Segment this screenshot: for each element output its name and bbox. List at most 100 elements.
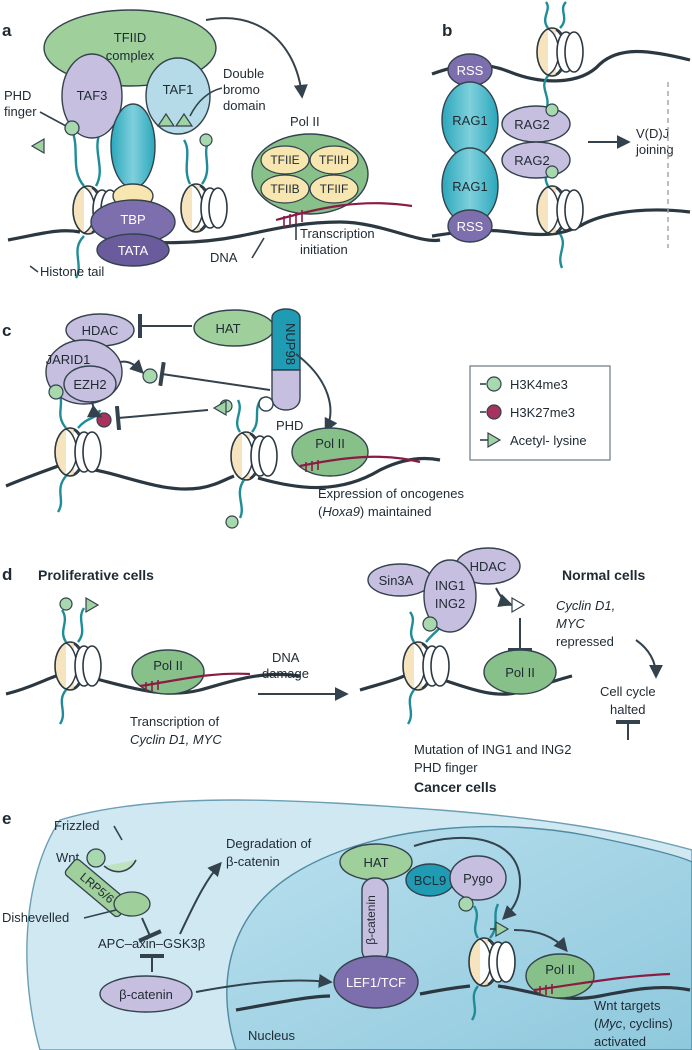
tfiif-label: TFIIF [320, 182, 349, 196]
dna-label-a: DNA [210, 250, 238, 265]
h3k4me3-mark-c4 [225, 515, 239, 529]
ezh2 [63, 365, 117, 403]
cyclin-label: Cyclin D1, [556, 598, 615, 613]
lef1-tcf [333, 955, 419, 1009]
panel-a-letter: a [2, 21, 12, 40]
histone-tail-c4 [235, 399, 242, 433]
wnt-cyclins: , cyclins) [622, 1016, 673, 1031]
trans2-label: Cyclin D1, MYC [130, 732, 222, 747]
inhibit-k27-methylation [114, 405, 209, 431]
histone-tail-d2 [77, 607, 86, 643]
h3k4me3-mark-e [458, 896, 474, 912]
legend-k27-icon [486, 404, 502, 420]
phd-pocket-c [258, 396, 274, 412]
lef-label: LEF1/TCF [346, 975, 406, 990]
wnt-targets-label: Wnt targets [594, 998, 661, 1013]
expr2-label: (Hoxa9) maintained [318, 504, 431, 519]
ing1-label: ING1 [435, 578, 465, 593]
taf1-label: TAF1 [163, 82, 194, 97]
rna-bubble-a [283, 210, 303, 228]
expr2-rest: ) maintained [360, 504, 432, 519]
taf1 [145, 57, 211, 135]
acetyl-mark-a2 [174, 112, 194, 127]
nucleosome-e [468, 937, 516, 987]
h3k4me3-mark-b1 [545, 103, 559, 117]
ezh2-to-k27-arrow [86, 401, 103, 418]
acetyl-to-polii-arrow [513, 929, 568, 953]
polii-d-left [131, 649, 205, 695]
histone-tail-a2 [94, 131, 102, 187]
dna-strand-a [7, 220, 441, 245]
histone-tail-e3 [470, 985, 479, 1021]
hdac-deacetylation-arrow [495, 587, 513, 608]
phd-leader [39, 111, 67, 127]
mutation1-label: Mutation of ING1 and ING2 [414, 742, 572, 757]
wnt-myc: Myc [598, 1016, 622, 1031]
histone-tail-a3 [74, 235, 85, 279]
h3k4me3-mark-d1 [59, 597, 73, 611]
histone-tail-a5 [200, 139, 212, 185]
finger-label: finger [4, 104, 37, 119]
panel-c: c HDAC JARID1 EZH2 HAT NUP98 PHD [2, 308, 611, 529]
tata-box [96, 233, 170, 267]
apc-label: APC–axin–GSK3β [98, 936, 205, 951]
rag2-top-label: RAG2 [514, 117, 549, 132]
panel-e-letter: e [2, 809, 11, 828]
histone-tail-d1 [60, 609, 68, 643]
degradation-arrow [179, 861, 222, 935]
hdac-d-label: HDAC [470, 559, 507, 574]
nup98-label: NUP98 [283, 323, 298, 365]
polii-a [251, 133, 369, 215]
trans1-label: Transcription of [130, 714, 219, 729]
tbp-label: TBP [120, 212, 145, 227]
acetyl-mark-a1 [156, 112, 176, 127]
polii-e [525, 953, 595, 999]
bcatenin-cyto [99, 975, 193, 1013]
hat-e-label: HAT [363, 855, 388, 870]
hdac-c-label: HDAC [82, 323, 119, 338]
rss-bottom [447, 209, 493, 243]
polii-label-a: Pol II [290, 114, 320, 129]
tfiie-label: TFIIE [270, 153, 299, 167]
wnt-targets-detail: (Myc, cyclins) [594, 1016, 673, 1031]
mutation2-label: PHD finger [414, 760, 478, 775]
wnt-ligand [86, 848, 106, 868]
double-label: Double [223, 66, 264, 81]
rag1-top-label: RAG1 [452, 113, 487, 128]
tfiib-label: TFIIB [270, 182, 299, 196]
nup98-inhibits-k4-demethylation [158, 361, 271, 391]
panel-d-letter: d [2, 565, 12, 584]
hat-c-label: HAT [215, 321, 240, 336]
polii-d-right-label: Pol II [505, 665, 535, 680]
dna-damage-label-2: damage [262, 666, 309, 681]
histone-tail-e1 [472, 905, 480, 939]
panel-e: e Frizzled Wnt LRP5/6 Dishevelled APC–ax… [2, 799, 692, 1050]
pygo [449, 855, 507, 901]
nup98-fusion-partner [271, 369, 301, 411]
h3k4me3-mark-c1 [48, 384, 64, 400]
polii-c-label: Pol II [315, 436, 345, 451]
phd-label: PHD [4, 88, 31, 103]
nup98 [271, 308, 301, 371]
bcat-nuc-label: β-catenin [364, 895, 378, 945]
complex-label: complex [106, 48, 155, 63]
tfiif [309, 174, 359, 204]
rna-transcript-e [533, 972, 671, 992]
bcl9-label: BCL9 [414, 873, 447, 888]
h3k4me3-mark-c2 [142, 368, 158, 384]
dna-leader-a [251, 237, 265, 259]
joining-label: joining [635, 142, 674, 157]
tfiid-label: TFIID [114, 30, 147, 45]
histone-tail-leader [29, 265, 39, 273]
histone-tail-b1 [543, 1, 550, 29]
frizzled-label: Frizzled [54, 818, 100, 833]
normal-cells-label: Normal cells [562, 567, 645, 583]
rag1-bottom-label: RAG1 [452, 179, 487, 194]
myc-label: MYC [556, 616, 586, 631]
dna-strand-d-left [5, 672, 301, 696]
tfiih [309, 145, 359, 175]
initiation-label-a: initiation [300, 242, 348, 257]
dna-damage-label-1: DNA [272, 650, 300, 665]
panel-c-letter: c [2, 321, 11, 340]
